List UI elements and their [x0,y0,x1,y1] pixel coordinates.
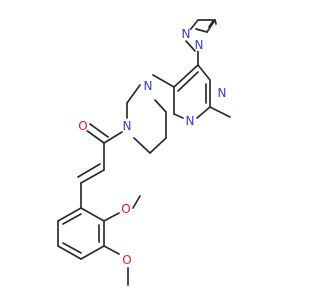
pyrimidine-n3-label: N [186,114,195,128]
bond [77,163,101,178]
piperazine-n1-label: N [123,119,132,133]
bond [62,213,82,225]
bond [206,19,216,33]
bond [132,195,141,209]
methoxy-4-oxygen-label: O [122,253,131,267]
bond [209,106,231,118]
methoxy-3-oxygen-label: O [121,202,130,216]
carbonyl-oxygen-label: O [78,119,87,133]
bond [62,242,82,254]
bond [80,207,105,222]
bond [173,64,199,88]
bond [57,207,82,222]
bond [103,245,120,255]
pyrazole-n1-label: N [182,27,191,41]
pyrazole-n2-label: N [195,38,204,52]
label-mask [193,39,205,51]
bond [80,245,105,260]
label-mask [184,115,196,127]
molecule-diagram: N N N N N N O O O [57,19,231,286]
bond [196,106,211,119]
label-mask [77,120,89,132]
bond [85,129,105,144]
bond [80,169,105,184]
bond [89,123,109,138]
bond [177,71,199,92]
bond [197,64,211,81]
bond [189,19,199,31]
label-mask [216,87,228,99]
label-mask [121,120,133,132]
bond [149,137,167,154]
label-mask [180,28,192,40]
bond [195,28,208,33]
bond [133,137,151,154]
bond [208,20,214,28]
bond [103,131,123,144]
label-mask [120,203,132,215]
bond [173,113,184,119]
pyrimidine-n1-label: N [218,86,227,100]
atom-labels: N N N N N N O O O [77,27,228,267]
label-mask [121,254,133,266]
bond [154,99,167,113]
bond-skeleton [57,19,231,286]
bond [126,84,141,104]
bond [185,40,196,52]
label-mask [142,80,154,92]
bond [57,245,82,260]
bond [152,74,175,88]
piperazine-n4-label: N [144,79,153,93]
bond [103,212,120,222]
structure-canvas: N N N N N N O O O [57,19,231,286]
